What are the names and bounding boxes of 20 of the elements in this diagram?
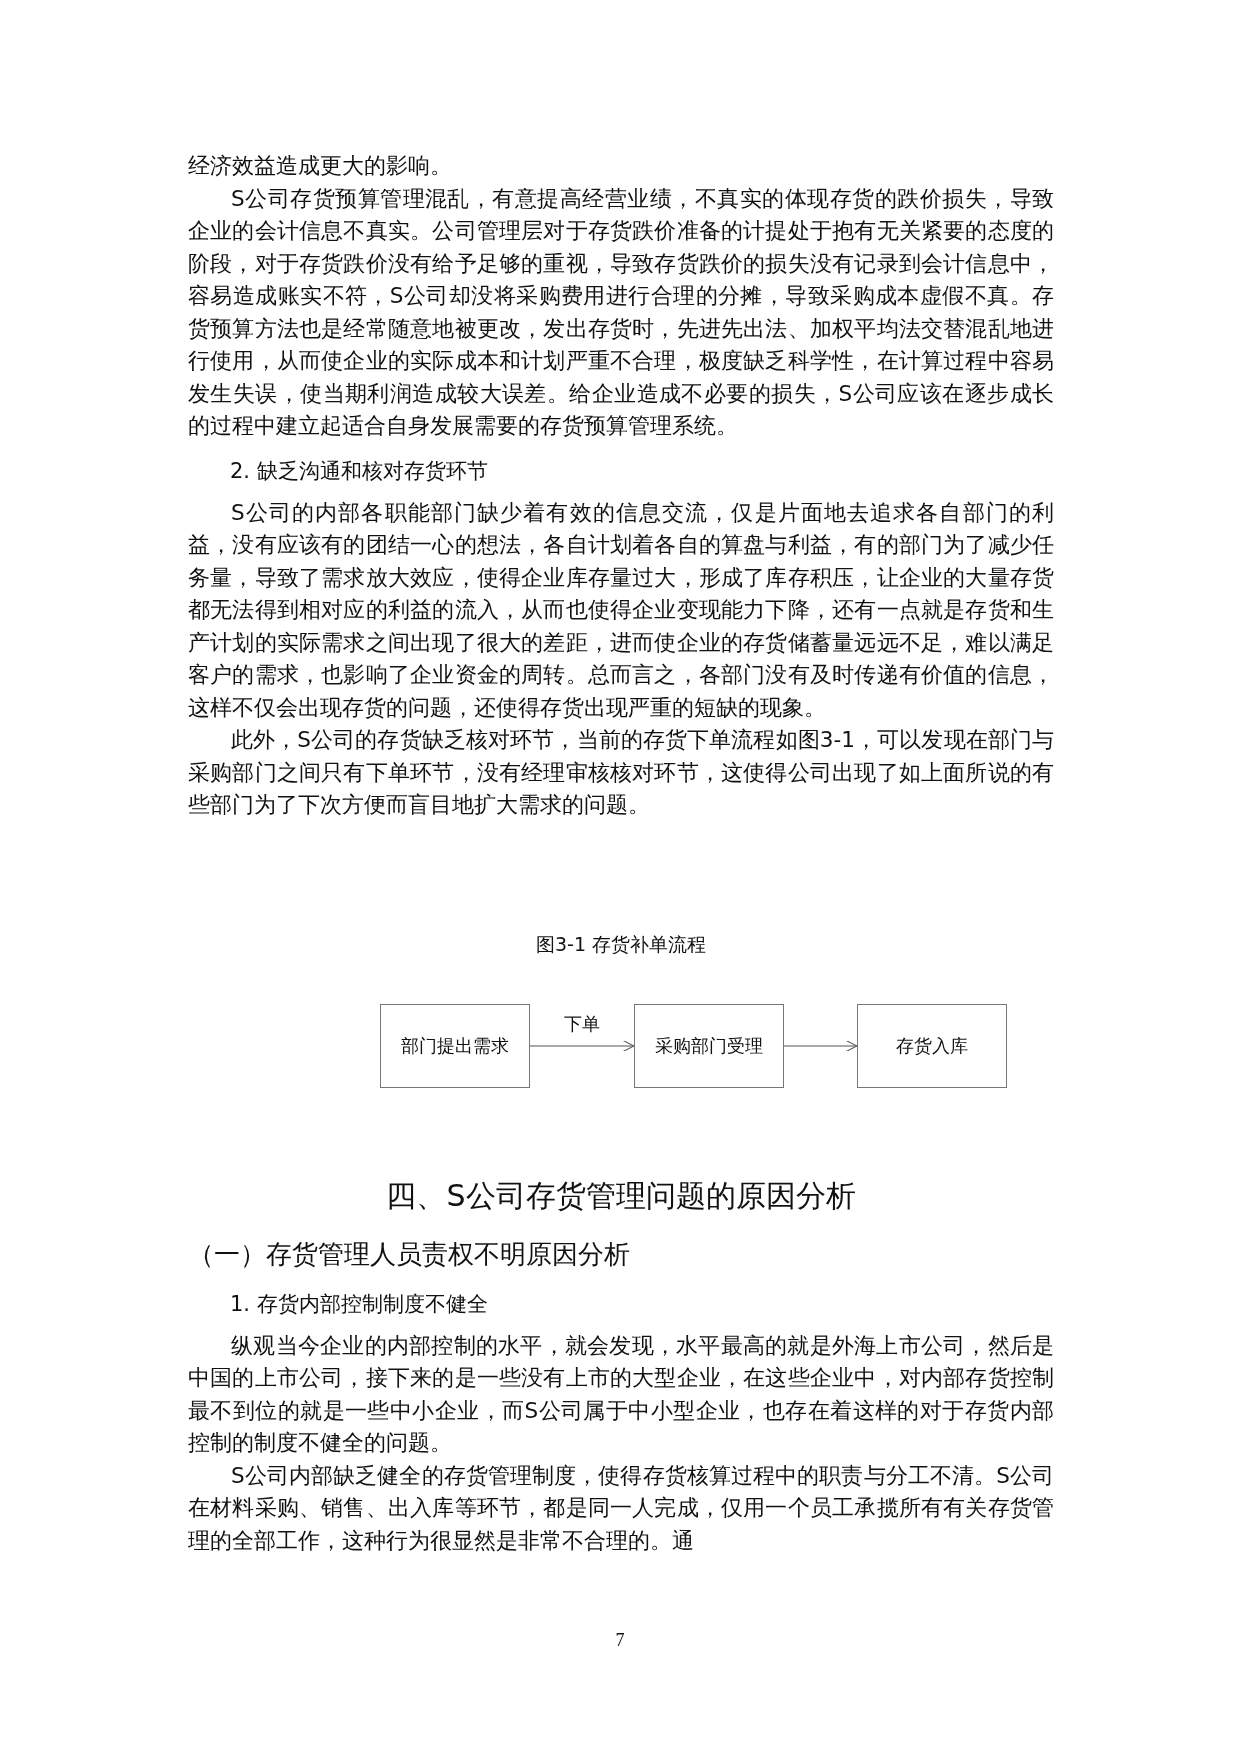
arrow xyxy=(529,1039,635,1052)
paragraph: S公司内部缺乏健全的存货管理制度，使得存货核算过程中的职责与分工不清。S公司在材料采购、销售、出入库等环节，都是同一人完成，仅用一个员工承揽所有有关存货管理的全部工作，这种行为很显然是非常不合理的。通 xyxy=(188,1461,1054,1555)
box-text: 部门提出需求 xyxy=(401,1033,509,1058)
section-heading: 2. 缺乏沟通和核对存货环节 xyxy=(230,457,489,485)
process-box xyxy=(380,1003,530,1088)
paragraph: S公司存货预算管理混乱，有意提高经营业绩，不真实的体现存货的跌价损失，导致企业的会计信息不真实。公司管理层对于存货跌价准备的计提处于抱有无关紧要的态度的阶段，对于存货跌价没有给予足够的重视，导致存货跌价的损失没有记录到会计信息中，容易造成账实不符，S公司却没将采购费用进行合理的分摊，导致采购成本虚假不真。存货预算方法也是经常随意地被更改，发出存货时，先进先出法、加权平均法交替混乱地进行使用，从而使企业的实际成本和计划严重不合理，极度缺乏科学性，在计算过程中容易发生失误，使当期利润造成较大误差。给企业造成不必要的损失，S公司应该在逐步成长的过程中建立起适合自身发展需要的存货预算管理系统。 xyxy=(188,184,1054,440)
process-box xyxy=(857,1003,1007,1088)
paragraph: 经济效益造成更大的影响。 xyxy=(188,152,453,180)
chapter-heading: 四、S公司存货管理问题的原因分析 xyxy=(385,1176,857,1215)
arrow xyxy=(783,1039,858,1052)
figure-caption: 图3-1 存货补单流程 xyxy=(534,931,708,957)
paragraph: S公司的内部各职能部门缺少着有效的信息交流，仅是片面地去追求各自部门的利益，没有应该有的团结一心的想法，各自计划着各自的算盘与利益，有的部门为了减少任务量，导致了需求放大效应，使得企业库存量过大，形成了库存积压，让企业的大量存货都无法得到相对应的利益的流入，从而也使得企业变现能力下降，还有一点就是存货和生产计划的实际需求之间出现了很大的差距，进而使企业的存货储蓄量远远不足，难以满足客户的需求，也影响了企业资金的周转。总而言之，各部门没有及时传递有价值的信息，这样不仅会出现存货的问题，还使得存货出现严重的短缺的现象。 xyxy=(188,498,1054,722)
section-heading: 1. 存货内部控制制度不健全 xyxy=(230,1290,489,1318)
section-heading: （一）存货管理人员责权不明原因分析 xyxy=(188,1237,631,1271)
paragraph: 纵观当今企业的内部控制的水平，就会发现，水平最高的就是外海上市公司，然后是中国的上市公司，接下来的是一些没有上市的大型企业，在这些企业中，对内部存货控制最不到位的就是一些中小企业，而S公司属于中小型企业，也存在着这样的对于存货内部控制的制度不健全的问题。 xyxy=(188,1331,1054,1457)
paragraph: 此外，S公司的存货缺乏核对环节，当前的存货下单流程如图3-1，可以发现在部门与采购部门之间只有下单环节，没有经理审核核对环节，这使得公司出现了如上面所说的有些部门为了下次方便而盲目地扩大需求的问题。 xyxy=(188,726,1054,819)
page-number: 7 xyxy=(614,1630,626,1651)
process-box xyxy=(634,1003,784,1088)
box-text: 采购部门受理 xyxy=(655,1033,763,1058)
box-text: 存货入库 xyxy=(896,1033,968,1058)
